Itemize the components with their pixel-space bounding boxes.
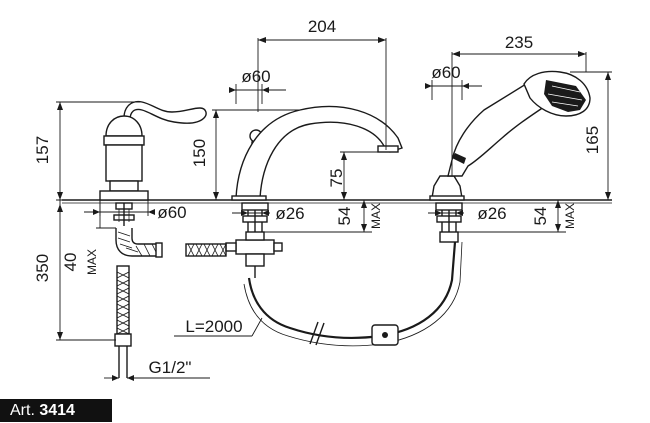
dim-spout-shank-text: ø26 xyxy=(275,204,304,223)
mixer-shank xyxy=(113,202,163,378)
dim-spout-shank-length: 54 MAX xyxy=(262,200,383,233)
dim-mixer-shank-length: 40 MAX xyxy=(61,200,116,275)
article-label: Art. 3414 xyxy=(0,399,112,422)
dim-mixer-shank-length-text: 40 xyxy=(61,253,80,272)
dim-shower-shank-length-text: 54 xyxy=(531,207,550,226)
dim-spout-shank-length-text: 54 xyxy=(335,207,354,226)
dim-mixer-height-text: 157 xyxy=(33,136,52,164)
dim-mixer-base: ø60 xyxy=(84,200,187,222)
dim-shower-reach: 235 xyxy=(451,33,587,176)
dim-spout-outlet-text: 75 xyxy=(327,169,346,188)
dim-connection-thread-text: G1/2" xyxy=(149,358,192,377)
dim-shower-shank-text: ø26 xyxy=(477,204,506,223)
article-prefix: Art. xyxy=(10,402,35,419)
article-number: 3414 xyxy=(39,402,75,419)
dim-spout-height-text: 150 xyxy=(190,139,209,167)
dim-shower-shank-max: MAX xyxy=(563,203,577,229)
dim-supply-length: 350 xyxy=(33,200,116,341)
dim-shower-height-text: 165 xyxy=(583,126,602,154)
dim-spout-outlet: 75 xyxy=(327,151,390,200)
hand-shower xyxy=(429,70,591,201)
dim-spout-reach: 204 xyxy=(257,17,387,150)
dim-spout-shank: ø26 xyxy=(232,204,305,223)
dim-shower-base: ø60 xyxy=(425,63,482,100)
dim-spout-height: 150 xyxy=(190,109,300,200)
dim-hose-length: L=2000 xyxy=(174,317,263,337)
dim-shower-shank: ø26 xyxy=(428,204,507,223)
dim-shower-reach-text: 235 xyxy=(505,33,533,52)
dim-shower-height: 165 xyxy=(570,71,612,200)
shower-shank xyxy=(435,202,463,243)
shower-hose xyxy=(243,241,463,347)
dim-connection-thread: G1/2" xyxy=(104,358,210,381)
dim-mixer-shank-max: MAX xyxy=(85,249,99,275)
spout xyxy=(231,105,403,201)
dim-supply-length-text: 350 xyxy=(33,254,52,282)
dim-mixer-height: 157 xyxy=(33,101,140,201)
mixer-body xyxy=(99,100,207,201)
dim-mixer-base-text: ø60 xyxy=(157,203,186,222)
dim-spout-shank-max: MAX xyxy=(369,203,383,229)
dim-spout-reach-text: 204 xyxy=(308,17,336,36)
dim-shower-base-text: ø60 xyxy=(431,63,460,82)
spout-shank xyxy=(185,202,283,278)
dim-spout-base: ø60 xyxy=(229,67,286,104)
dim-shower-shank-length: 54 MAX xyxy=(456,200,577,233)
dim-spout-base-text: ø60 xyxy=(241,67,270,86)
dim-hose-length-text: L=2000 xyxy=(185,317,242,336)
